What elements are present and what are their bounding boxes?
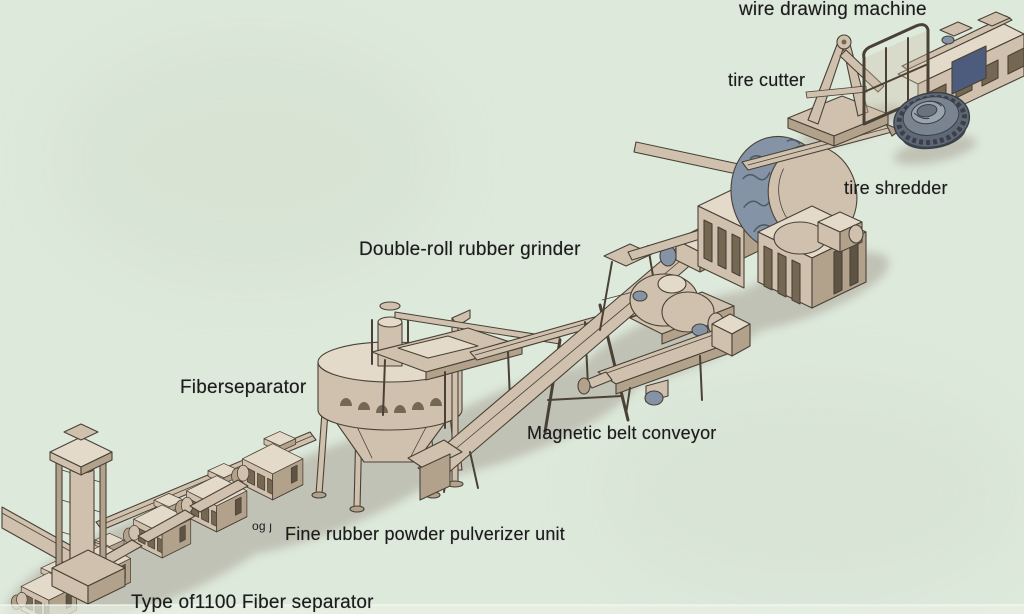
label-magnetic-belt-conveyor: Magnetic belt conveyor	[527, 423, 717, 443]
bottom-edge-highlight	[0, 604, 1024, 614]
magnetic-belt-conveyor-illustration	[577, 313, 751, 415]
bucket-elevator-illustration	[1, 423, 126, 605]
label-tire-cutter: tire cutter	[728, 70, 806, 90]
label-fiberseparator: Fiberseparator	[180, 377, 307, 398]
tire-illustration	[893, 91, 971, 150]
double-roll-rubber-grinder-illustration	[599, 243, 735, 345]
label-fine-rubber-powder-pulverizer-unit: Fine rubber powder pulverizer unit	[285, 524, 565, 544]
label-pulverizer-prefix: og ȷ	[252, 519, 273, 533]
tire-shredder-illustration	[627, 123, 901, 309]
label-tire-shredder: tire shredder	[844, 178, 948, 198]
label-type-of-1100-fiber-separator: Type of1100 Fiber separator	[131, 592, 374, 613]
label-wire-drawing-machine: wire drawing machine	[739, 0, 927, 20]
fiberseparator-illustration	[311, 301, 561, 513]
label-double-roll-rubber-grinder: Double-roll rubber grinder	[359, 239, 581, 260]
